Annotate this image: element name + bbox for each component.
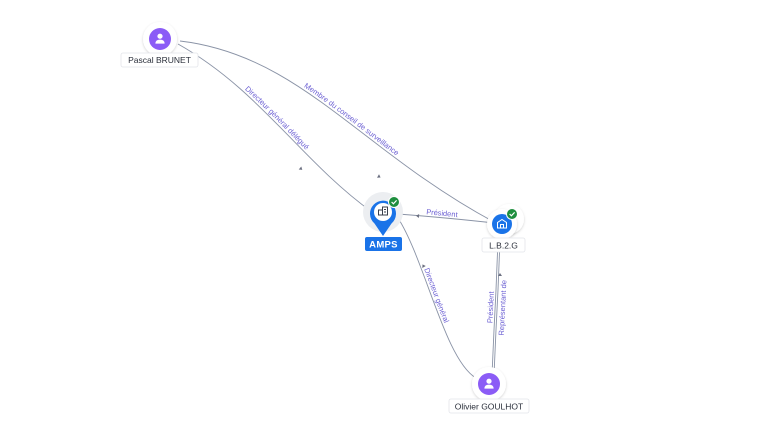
- svg-text:Président: Président: [485, 290, 496, 323]
- edge-arrow: [416, 214, 420, 218]
- person-icon: [484, 378, 494, 389]
- svg-text:Président: Président: [426, 207, 459, 219]
- edge-pascal-lb2g[interactable]: Membre du conseil de surveillance: [179, 40, 495, 223]
- edge-label-pascal-lb2g: Membre du conseil de surveillance: [303, 81, 401, 157]
- svg-text:Représentant de: Représentant de: [497, 280, 509, 336]
- svg-text:Membre du conseil de surveilla: Membre du conseil de surveillance: [303, 81, 401, 157]
- company-icon: [497, 218, 507, 229]
- node-lb2g[interactable]: L.B.2.G: [481, 204, 526, 253]
- edge-arrow: [498, 273, 502, 276]
- edge-label-olivier-lb2g-president: Président: [485, 290, 496, 323]
- node-label: Pascal BRUNET: [128, 55, 191, 65]
- svg-text:Directeur général: Directeur général: [422, 267, 451, 325]
- edge-arrow: [377, 174, 381, 178]
- node-olivier-goulhot[interactable]: Olivier GOULHOT: [448, 367, 530, 414]
- node-amps[interactable]: AMPS: [363, 192, 403, 251]
- edge-label-olivier-amps: Directeur général: [422, 267, 451, 325]
- company-icon: [378, 206, 388, 216]
- node-label: L.B.2.G: [489, 241, 518, 251]
- node-label: AMPS: [369, 240, 398, 251]
- svg-text:Directeur général délégué: Directeur général délégué: [243, 84, 311, 151]
- node-label: Olivier GOULHOT: [455, 402, 523, 412]
- edge-olivier-lb2g-representant[interactable]: Représentant de: [493, 239, 509, 376]
- edge-olivier-amps[interactable]: Directeur général: [397, 217, 477, 379]
- edge-label-lb2g-amps: Président: [426, 207, 459, 219]
- check-icon: [388, 196, 400, 208]
- person-icon: [155, 33, 165, 44]
- edge-pascal-amps[interactable]: Directeur général délégué: [177, 43, 373, 213]
- edge-arrow: [422, 264, 426, 268]
- check-icon: [506, 208, 518, 220]
- edge-olivier-lb2g-president[interactable]: Président: [485, 239, 499, 376]
- edge-label-pascal-amps: Directeur général délégué: [243, 84, 311, 151]
- edge-arrow: [298, 166, 303, 170]
- edge-label-olivier-lb2g-representant: Représentant de: [497, 280, 509, 336]
- node-pascal-brunet[interactable]: Pascal BRUNET: [120, 22, 199, 68]
- edge-lb2g-amps[interactable]: Président: [397, 207, 495, 224]
